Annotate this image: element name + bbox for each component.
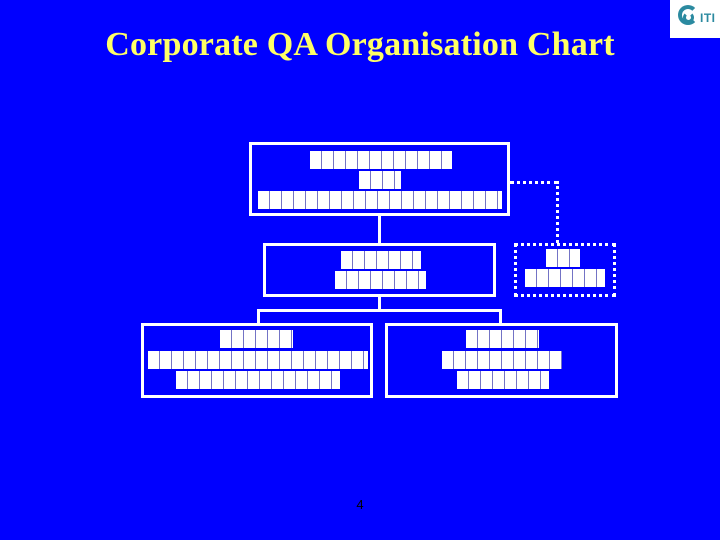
org-box-bottom-left-line-1: [220, 330, 293, 348]
org-box-staff: [514, 243, 616, 297]
org-box-bottom-right-line-1: [466, 330, 539, 348]
connector-bottom-left: [257, 309, 260, 323]
connector-bottom-horizontal: [257, 309, 502, 312]
connector-top-middle: [378, 216, 381, 243]
logo-ring-icon: [678, 5, 698, 25]
org-box-bottom-right: [385, 323, 618, 398]
org-box-middle-line-2: [335, 271, 426, 289]
logo-text: ITI: [700, 11, 716, 25]
slide-title: Corporate QA Organisation Chart: [105, 26, 615, 63]
org-box-bottom-left: [141, 323, 373, 398]
org-box-bottom-left-line-3: [176, 371, 340, 389]
logo-inner-ring-icon: [683, 12, 694, 23]
org-box-bottom-left-line-2: [148, 351, 368, 369]
page-number: 4: [356, 497, 364, 512]
org-box-staff-line-2: [525, 269, 605, 287]
connector-dotted-vertical: [556, 181, 559, 243]
org-box-top-line-3: [258, 191, 502, 209]
company-logo: ITI: [670, 0, 720, 38]
connector-bottom-right: [499, 309, 502, 323]
org-box-top: [249, 142, 510, 216]
connector-middle-down: [378, 297, 381, 310]
connector-dotted-horizontal: [510, 181, 558, 184]
org-box-middle: [263, 243, 496, 297]
org-box-staff-line-1: [546, 249, 580, 267]
org-box-top-line-1: [310, 151, 452, 169]
org-box-bottom-right-line-2: [442, 351, 562, 369]
org-box-top-line-2: [359, 171, 401, 189]
org-box-bottom-right-line-3: [457, 371, 549, 389]
org-box-middle-line-1: [341, 251, 421, 269]
